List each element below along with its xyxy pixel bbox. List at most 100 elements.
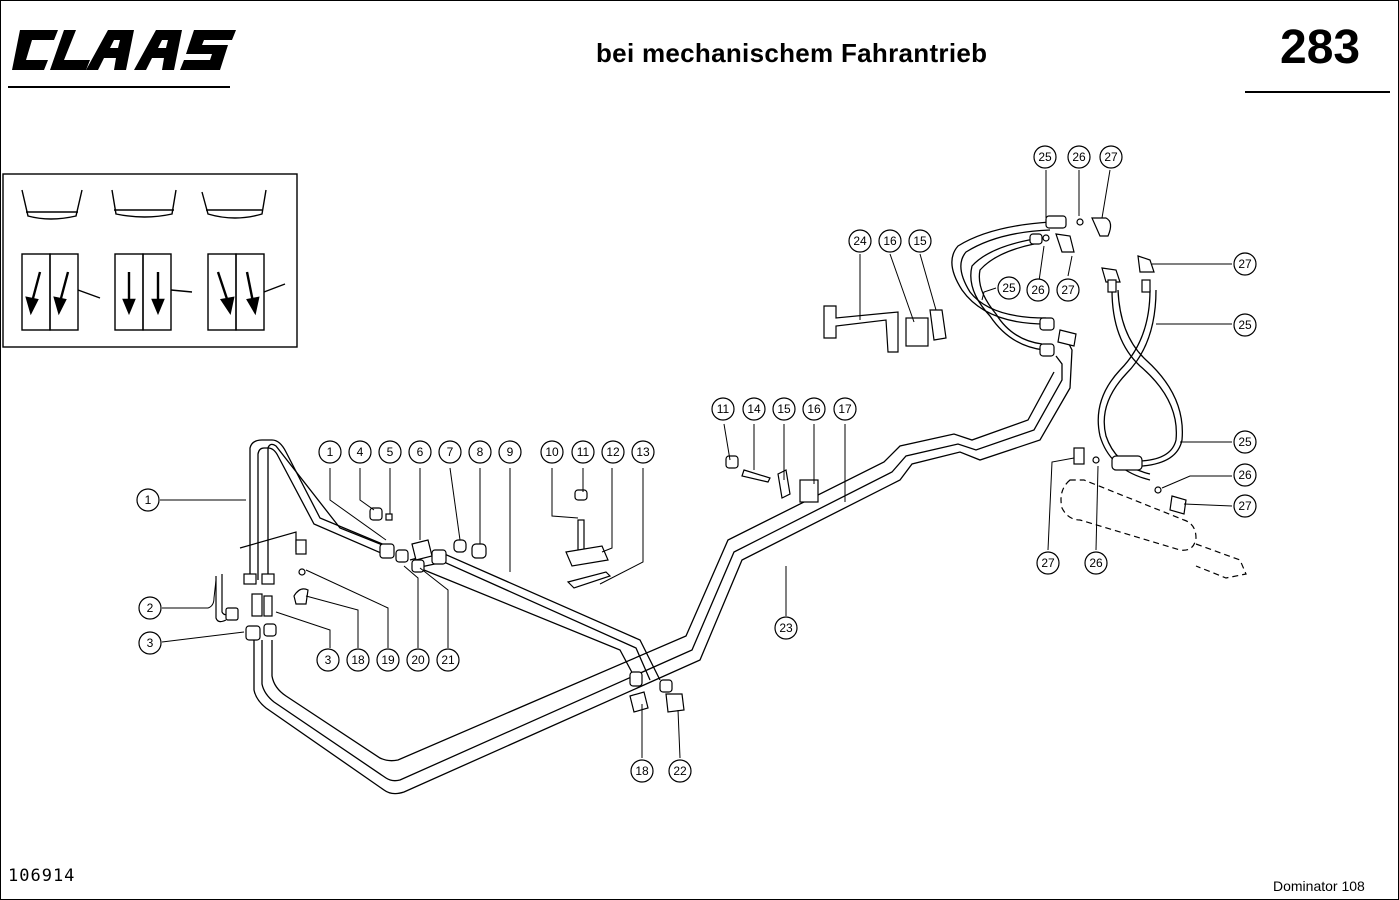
callout: 27 [1233,494,1257,518]
callout: 22 [668,759,692,783]
svg-text:25: 25 [1002,281,1016,295]
svg-text:27: 27 [1041,556,1055,570]
callout: 10 [540,440,564,464]
svg-text:25: 25 [1238,318,1252,332]
svg-text:13: 13 [636,445,650,459]
callout: 18 [630,759,654,783]
svg-text:26: 26 [1089,556,1103,570]
callout: 27 [1036,551,1060,575]
svg-text:27: 27 [1238,257,1252,271]
page-number: 283 [1280,21,1361,74]
svg-text:1: 1 [145,493,152,507]
callout: 25 [1033,145,1057,169]
callout: 15 [908,229,932,253]
callout: 11 [711,397,735,421]
svg-text:19: 19 [381,653,395,667]
svg-text:27: 27 [1238,499,1252,513]
callout: 26 [1067,145,1091,169]
left-junction [215,531,309,641]
svg-text:6: 6 [417,445,424,459]
small-parts [369,305,947,713]
header-rule-left [8,86,230,88]
svg-text:16: 16 [807,402,821,416]
callout: 27 [1056,278,1080,302]
svg-text:9: 9 [507,445,514,459]
drawing-number: 106914 [8,866,76,886]
callout: 23 [774,616,798,640]
svg-text:27: 27 [1061,283,1075,297]
callout: 25 [997,276,1021,300]
svg-text:27: 27 [1104,150,1118,164]
callout: 26 [1084,551,1108,575]
leader-lines [160,169,1233,759]
callout: 1 [136,488,160,512]
svg-text:24: 24 [853,234,867,248]
svg-text:18: 18 [351,653,365,667]
callout: 9 [498,440,522,464]
header-rule-right [1245,91,1390,93]
svg-text:26: 26 [1238,468,1252,482]
svg-text:2: 2 [147,601,154,615]
callout: 13 [631,440,655,464]
hose-fittings [1029,215,1187,515]
callout: 16 [878,229,902,253]
callout: 7 [438,440,462,464]
callout: 21 [436,648,460,672]
svg-text:22: 22 [673,764,687,778]
svg-text:8: 8 [477,445,484,459]
callout: 17 [833,397,857,421]
svg-text:25: 25 [1238,435,1252,449]
callout: 25 [1233,430,1257,454]
overview-arrows [25,271,260,316]
svg-text:17: 17 [838,402,852,416]
callout: 16 [802,397,826,421]
callout: 2 [138,596,162,620]
svg-text:11: 11 [577,445,590,459]
callout: 1 [318,440,342,464]
svg-text:3: 3 [147,636,154,650]
callout: 4 [348,440,372,464]
svg-text:15: 15 [777,402,791,416]
callout: 20 [406,648,430,672]
callout: 26 [1233,463,1257,487]
svg-text:14: 14 [747,402,761,416]
svg-text:4: 4 [357,445,364,459]
callout: 3 [316,648,340,672]
callout: 6 [408,440,432,464]
callout: 24 [848,229,872,253]
claas-logo [12,30,236,70]
callout: 19 [376,648,400,672]
page-title: bei mechanischem Fahrantrieb [596,38,988,68]
svg-text:21: 21 [441,653,455,667]
svg-text:25: 25 [1038,150,1052,164]
svg-text:12: 12 [606,445,620,459]
callout: 25 [1233,313,1257,337]
callout: 11 [571,440,595,464]
callout-bubbles: 1 2 3 1 4 5 6 7 8 9 10 11 12 13 3 18 19 … [136,145,1257,783]
svg-text:1: 1 [327,445,334,459]
callout: 26 [1026,278,1050,302]
callout: 27 [1233,252,1257,276]
svg-text:23: 23 [779,621,793,635]
model-name: Dominator 108 [1273,878,1365,894]
svg-text:3: 3 [325,653,332,667]
pipe-lines [249,337,1073,795]
callout: 3 [138,631,162,655]
svg-text:15: 15 [913,234,927,248]
callout: 18 [346,648,370,672]
svg-text:10: 10 [545,445,559,459]
callout: 14 [742,397,766,421]
svg-text:16: 16 [883,234,897,248]
svg-text:20: 20 [411,653,425,667]
callout: 5 [378,440,402,464]
callout: 8 [468,440,492,464]
svg-text:5: 5 [387,445,394,459]
overview-inset [2,173,298,348]
hydraulic-cylinder [1060,479,1247,579]
svg-text:7: 7 [447,445,454,459]
callout: 15 [772,397,796,421]
svg-text:26: 26 [1072,150,1086,164]
svg-text:26: 26 [1031,283,1045,297]
callout: 12 [601,440,625,464]
